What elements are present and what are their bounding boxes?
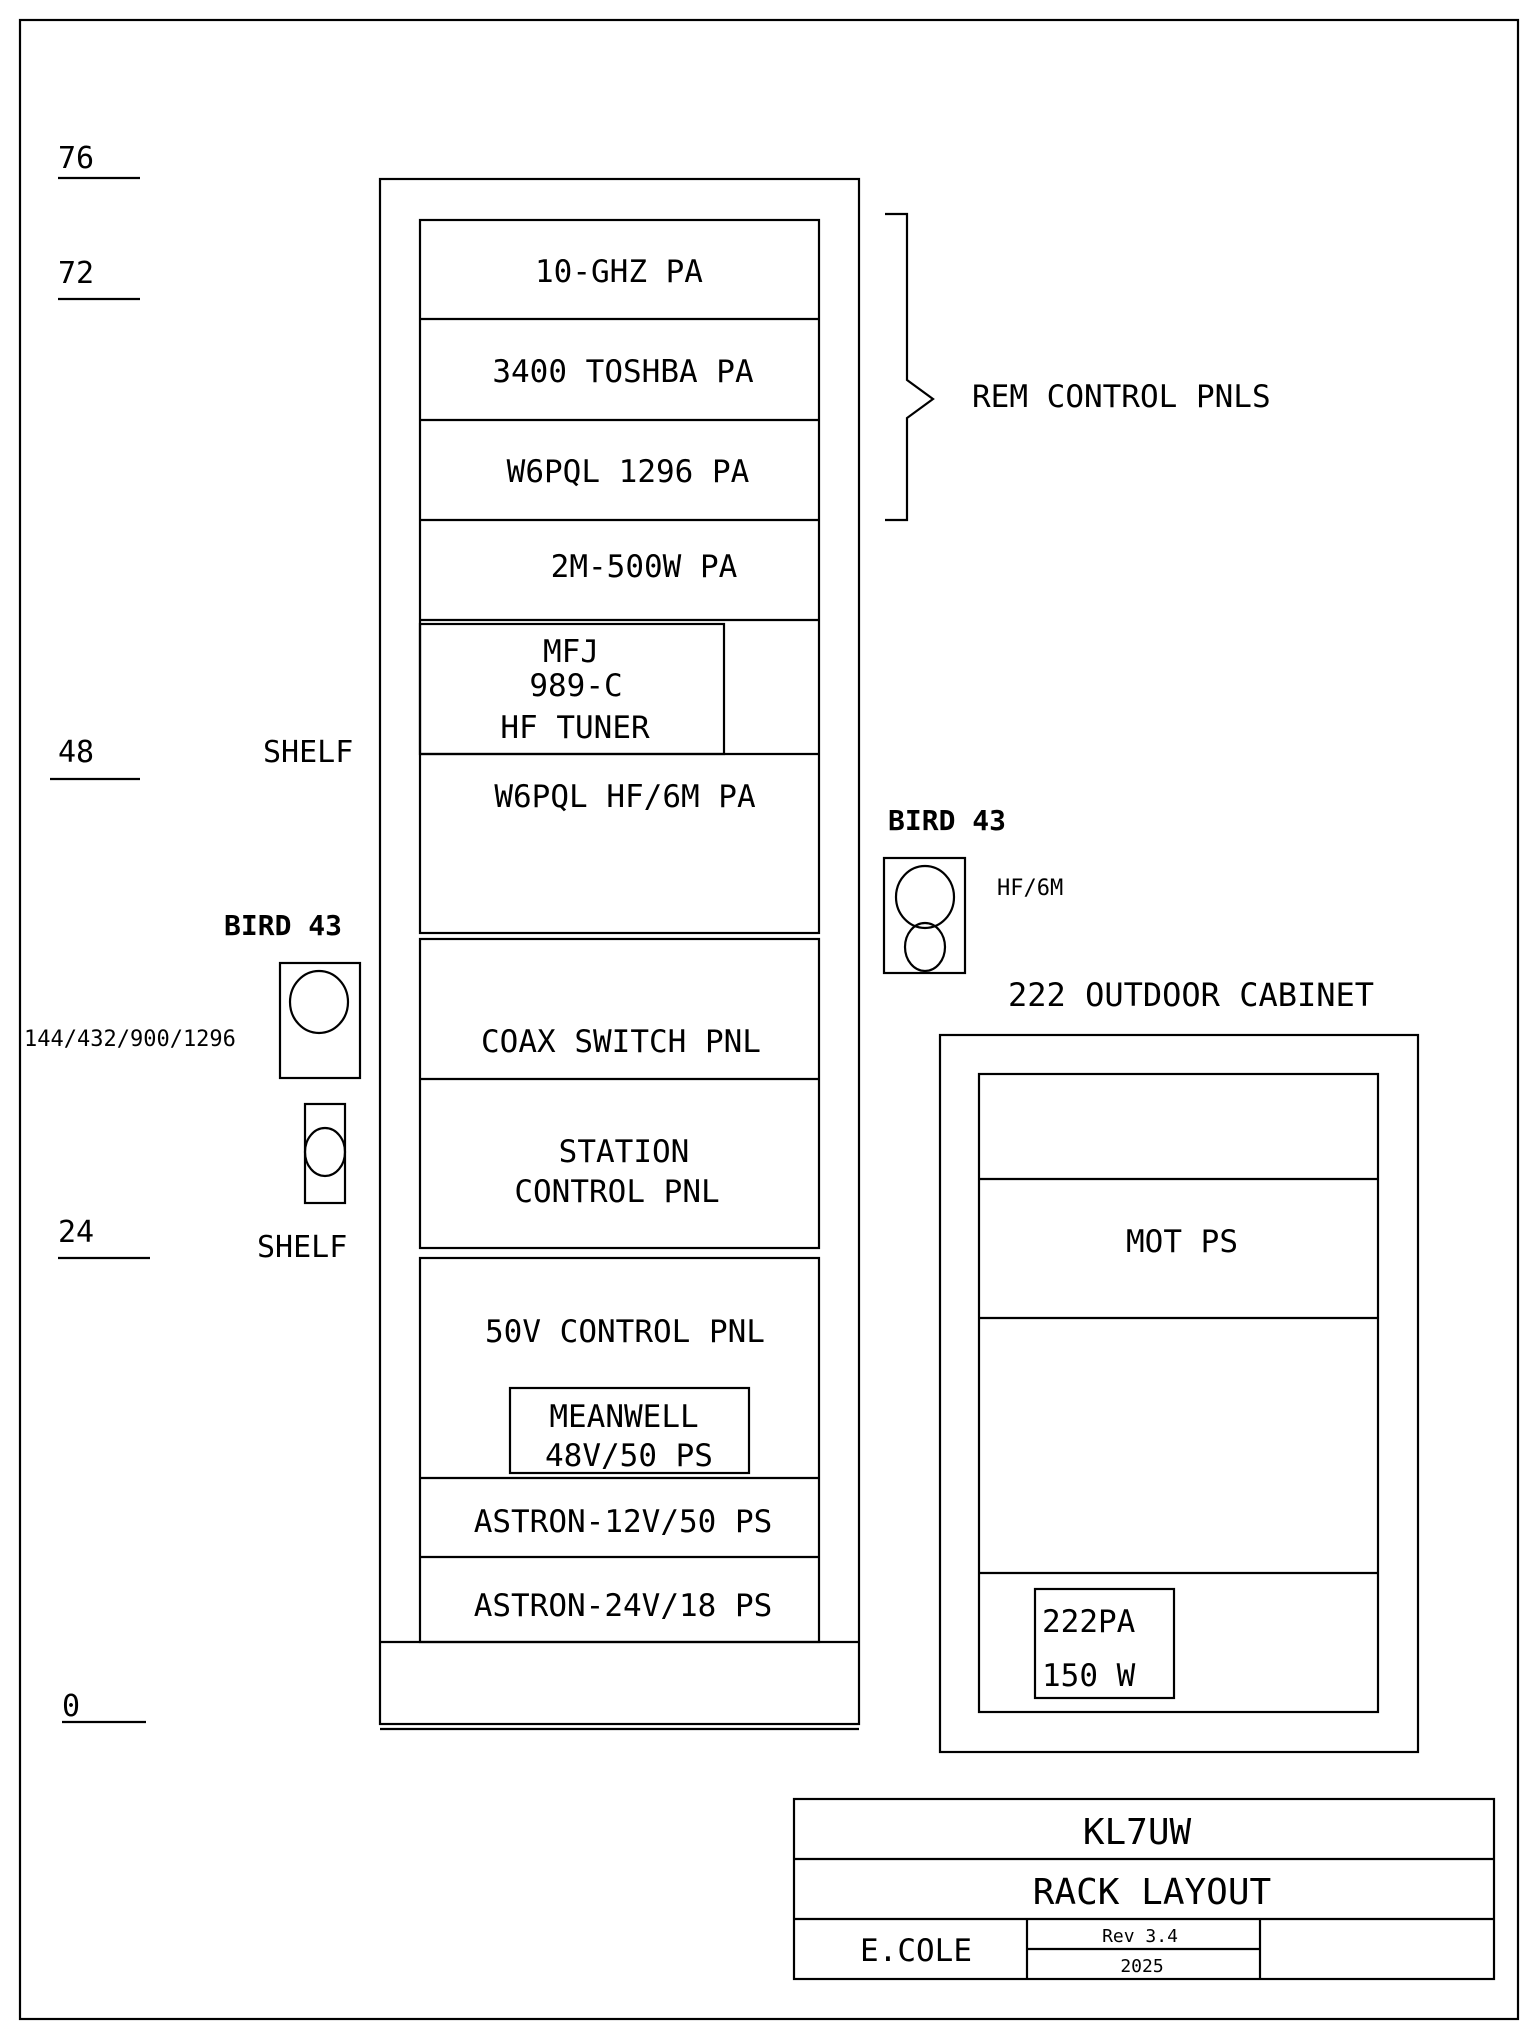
meanwell-line-1: MEANWELL (549, 1399, 698, 1435)
title-block: KL7UW RACK LAYOUT E.COLE Rev 3.4 2025 (792, 1797, 1496, 1981)
title-drawing-name: RACK LAYOUT (1033, 1872, 1271, 1913)
cabinet-mot-ps: MOT PS (1126, 1224, 1238, 1260)
bird-43-right-bands: HF/6M (997, 876, 1063, 901)
title-callsign: KL7UW (1083, 1812, 1192, 1853)
title-author: E.COLE (860, 1933, 972, 1969)
panel-3400-toshba-pa: 3400 TOSHBA PA (492, 354, 754, 390)
mfj-tuner-line-3: HF TUNER (500, 710, 650, 746)
equipment-rack: 10-GHZ PA 3400 TOSHBA PA W6PQL 1296 PA 2… (378, 177, 861, 1731)
bird-43-left-label: BIRD 43 (224, 909, 342, 942)
bird-43-right-meter (882, 856, 967, 975)
rack-frame (378, 177, 861, 1726)
shelf-label-upper: SHELF (263, 735, 353, 770)
scale-label-0: 0 (62, 1689, 80, 1724)
panel-50v-control: 50V CONTROL PNL (485, 1314, 765, 1350)
bird-43-left-bands: 144/432/900/1296 (24, 1027, 236, 1052)
shelf-element-box (303, 1102, 347, 1205)
scale-label-24: 24 (58, 1215, 94, 1250)
station-control-line-1: STATION (559, 1134, 690, 1170)
title-block-frame (792, 1797, 1496, 1981)
scale-label-72: 72 (58, 256, 94, 291)
rem-control-label: REM CONTROL PNLS (972, 379, 1271, 415)
panel-coax-switch: COAX SWITCH PNL (481, 1024, 761, 1060)
control-panel-stack (418, 937, 821, 1250)
cabinet-222pa-line-1: 222PA (1042, 1604, 1136, 1640)
mfj-tuner-box (418, 622, 726, 756)
power-stack (418, 1256, 821, 1644)
meanwell-line-2: 48V/50 PS (545, 1438, 713, 1474)
scale-label-48: 48 (58, 735, 94, 770)
upper-panel-stack (418, 218, 821, 935)
meanwell-box (508, 1386, 751, 1475)
panel-w6pql-hf6m-pa: W6PQL HF/6M PA (494, 779, 756, 815)
panel-astron-12v: ASTRON-12V/50 PS (474, 1504, 773, 1540)
bird-43-right-connector-icon (903, 921, 947, 973)
outdoor-cabinet: MOT PS 222PA 150 W (938, 1033, 1420, 1754)
cabinet-title: 222 OUTDOOR CABINET (1008, 976, 1374, 1014)
bird-43-left-dial-icon (288, 969, 350, 1035)
rem-control-bracket (885, 212, 935, 522)
cabinet-222pa-line-2: 150 W (1042, 1658, 1136, 1694)
bird-43-right-dial-icon (894, 864, 956, 930)
drawing-border (18, 18, 1520, 2021)
shelf-element-icon (303, 1126, 347, 1178)
panel-w6pql-1296-pa: W6PQL 1296 PA (507, 454, 750, 490)
bird-43-left-meter (278, 961, 362, 1080)
mfj-tuner-line-2: 989-C (529, 668, 622, 704)
height-scale: 76 72 48 24 0 (50, 141, 150, 1724)
station-control-line-2: CONTROL PNL (514, 1174, 719, 1210)
title-revision: Rev 3.4 (1102, 1926, 1178, 1947)
cabinet-inner (977, 1072, 1380, 1714)
panel-10ghz-pa: 10-GHZ PA (535, 254, 703, 290)
scale-label-76: 76 (58, 141, 94, 176)
cabinet-frame (938, 1033, 1420, 1754)
bird-43-right-label: BIRD 43 (888, 804, 1006, 837)
panel-astron-24v: ASTRON-24V/18 PS (474, 1588, 773, 1624)
shelf-label-lower: SHELF (257, 1230, 347, 1265)
mfj-tuner-line-1: MFJ (543, 634, 599, 670)
panel-2m-500w-pa: 2M-500W PA (551, 549, 738, 585)
cabinet-222pa-box (1033, 1587, 1176, 1700)
title-year: 2025 (1120, 1956, 1163, 1977)
